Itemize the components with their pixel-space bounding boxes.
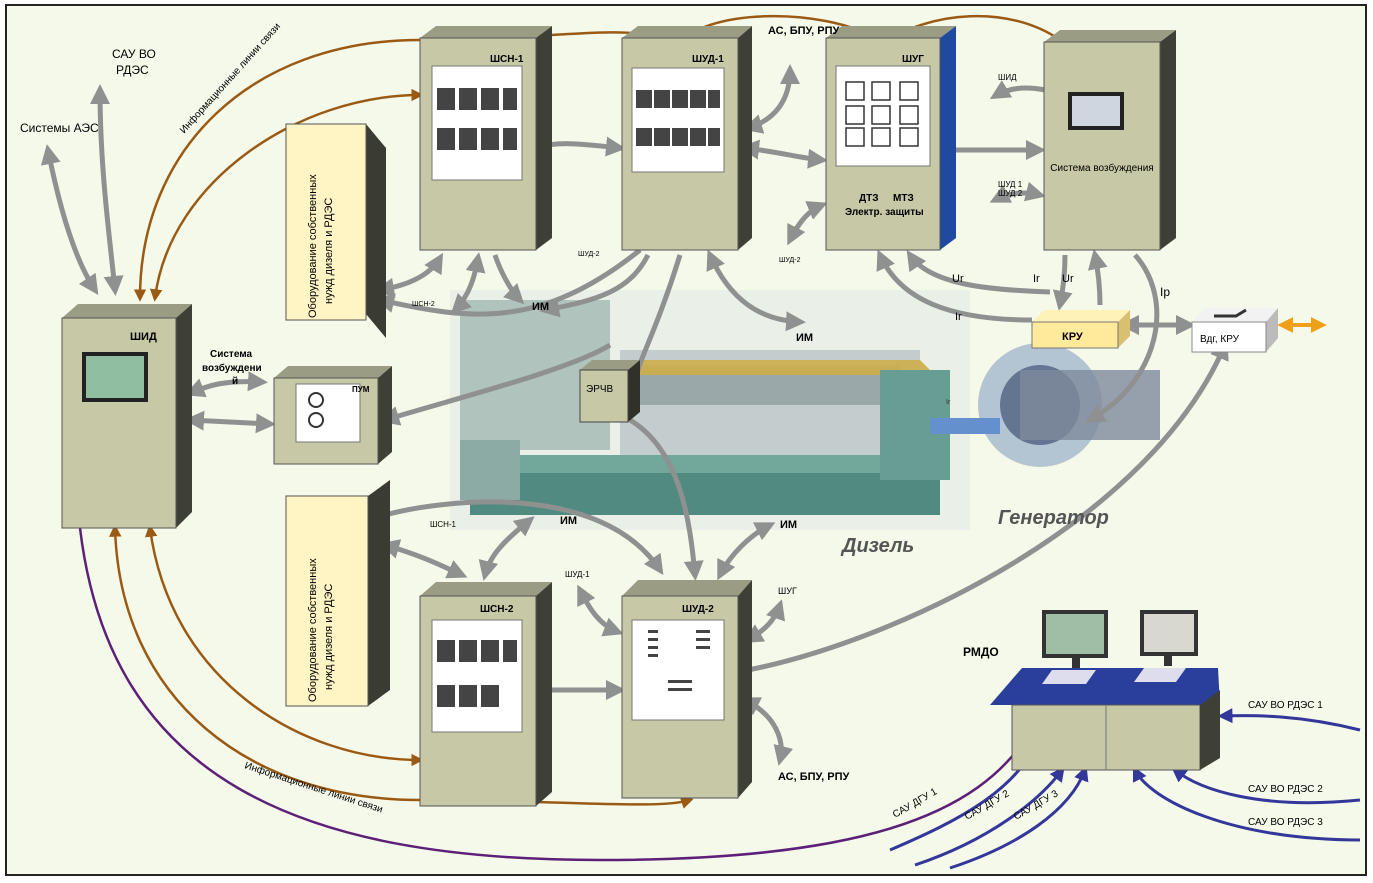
shid-exc-label: ШИД <box>998 73 1017 82</box>
blue-links <box>889 708 1361 870</box>
kru-block[interactable]: КРУ <box>1031 310 1130 349</box>
shsn1-small: ШСН-1 <box>430 520 457 529</box>
shud2-small-top: ШУД-2 <box>578 251 600 258</box>
exc-sys-line1: Система <box>210 349 253 360</box>
equipment-panel-top: Оборудование собственных нужд дизеля и Р… <box>285 123 386 338</box>
im-label-2: ИМ <box>796 332 813 344</box>
shud2-exc-label: ШУД 2 <box>998 189 1023 198</box>
cabinet-shug[interactable]: ШУГ ДТЗ МТЗ Электр. защиты <box>825 26 956 251</box>
equipment-top-line1: Оборудование собственных <box>307 174 319 318</box>
shug-protection-label: Электр. защиты <box>845 207 924 218</box>
shug-dtz-label: ДТЗ <box>859 193 879 204</box>
ip-label: Ip <box>1160 285 1170 299</box>
rmdo-label: РМДО <box>963 645 999 659</box>
erchv-label: ЭРЧВ <box>586 384 614 395</box>
diesel-generator-photo <box>450 290 1160 530</box>
exc-sys-line3: й <box>232 376 238 387</box>
equipment-panel-bottom: Оборудование собственных нужд дизеля и Р… <box>285 480 390 707</box>
shsn2-small: ШСН-2 <box>412 301 435 308</box>
sau-rdes2-label: САУ ВО РДЭС 2 <box>1248 784 1323 795</box>
kru-label: КРУ <box>1062 331 1083 343</box>
erchv-block[interactable]: ЭРЧВ <box>579 360 640 423</box>
cabinet-shid[interactable]: ШИД <box>61 304 192 529</box>
cabinet-shsn2[interactable]: ШСН-2 <box>419 582 552 807</box>
shud1-exc-label: ШУД 1 <box>998 180 1023 189</box>
im-label-1: ИМ <box>532 301 549 313</box>
cabinet-shud2-label: ШУД-2 <box>682 604 714 615</box>
ir-small-label: Ir <box>946 399 951 406</box>
im-label-4: ИМ <box>780 519 797 531</box>
cabinet-pum-label: ПУМ <box>352 385 370 394</box>
shud1-small: ШУД-1 <box>565 570 590 579</box>
shug-small: ШУГ <box>778 586 797 596</box>
vdg-kru-label: Вдг, КРУ <box>1200 334 1240 345</box>
cabinet-shud1[interactable]: ШУД-1 <box>621 26 752 251</box>
cabinet-shud2[interactable]: ШУД-2 <box>621 580 752 799</box>
cabinet-shsn2-label: ШСН-2 <box>480 604 514 615</box>
exc-sys-line2: возбуждени <box>202 362 262 374</box>
cabinet-excitation-system[interactable]: Система возбуждения <box>1043 30 1176 251</box>
ir-label-1: Ir <box>1033 273 1040 285</box>
cabinet-shud1-label: ШУД-1 <box>692 54 724 65</box>
sau-line1: САУ ВО <box>112 47 156 61</box>
cabinet-pum[interactable]: ПУМ <box>273 366 392 465</box>
equipment-bottom-line1: Оборудование собственных <box>307 558 319 702</box>
generator-label: Генератор <box>998 507 1109 529</box>
ur-label-1: Ur <box>952 273 964 285</box>
sau-rdes3-label: САУ ВО РДЭС 3 <box>1248 817 1323 828</box>
equipment-top-line2: нужд дизеля и РДЭС <box>323 198 335 304</box>
ir-label-2: Ir <box>955 311 962 323</box>
sau-line2: РДЭС <box>116 63 149 77</box>
as-top-label: АС, БПУ, РПУ <box>768 25 839 37</box>
cabinet-shid-label: ШИД <box>130 331 157 343</box>
cabinet-shsn1-label: ШСН-1 <box>490 54 524 65</box>
cabinet-shug-label: ШУГ <box>902 54 924 65</box>
shug-mtz-label: МТЗ <box>893 193 914 204</box>
equipment-bottom-line2: нужд дизеля и РДЭС <box>323 584 335 690</box>
rmdo-workstation[interactable]: РМДО <box>963 610 1220 771</box>
shud2-small-mid: ШУД-2 <box>779 257 801 264</box>
diesel-label: Дизель <box>840 535 914 557</box>
im-label-3: ИМ <box>560 515 577 527</box>
sau-rdes1-label: САУ ВО РДЭС 1 <box>1248 700 1323 711</box>
ur-label-2: Ur <box>1062 273 1074 285</box>
exc-cabinet-label: Система возбуждения <box>1050 162 1153 174</box>
vdg-kru-block[interactable]: Вдг, КРУ <box>1191 308 1278 353</box>
purple-link <box>78 527 1034 862</box>
as-bottom-label: АС, БПУ, РПУ <box>778 771 849 783</box>
cabinet-shsn1[interactable]: ШСН-1 <box>419 26 552 251</box>
ac-systems-line: Системы АЭС <box>20 121 99 135</box>
